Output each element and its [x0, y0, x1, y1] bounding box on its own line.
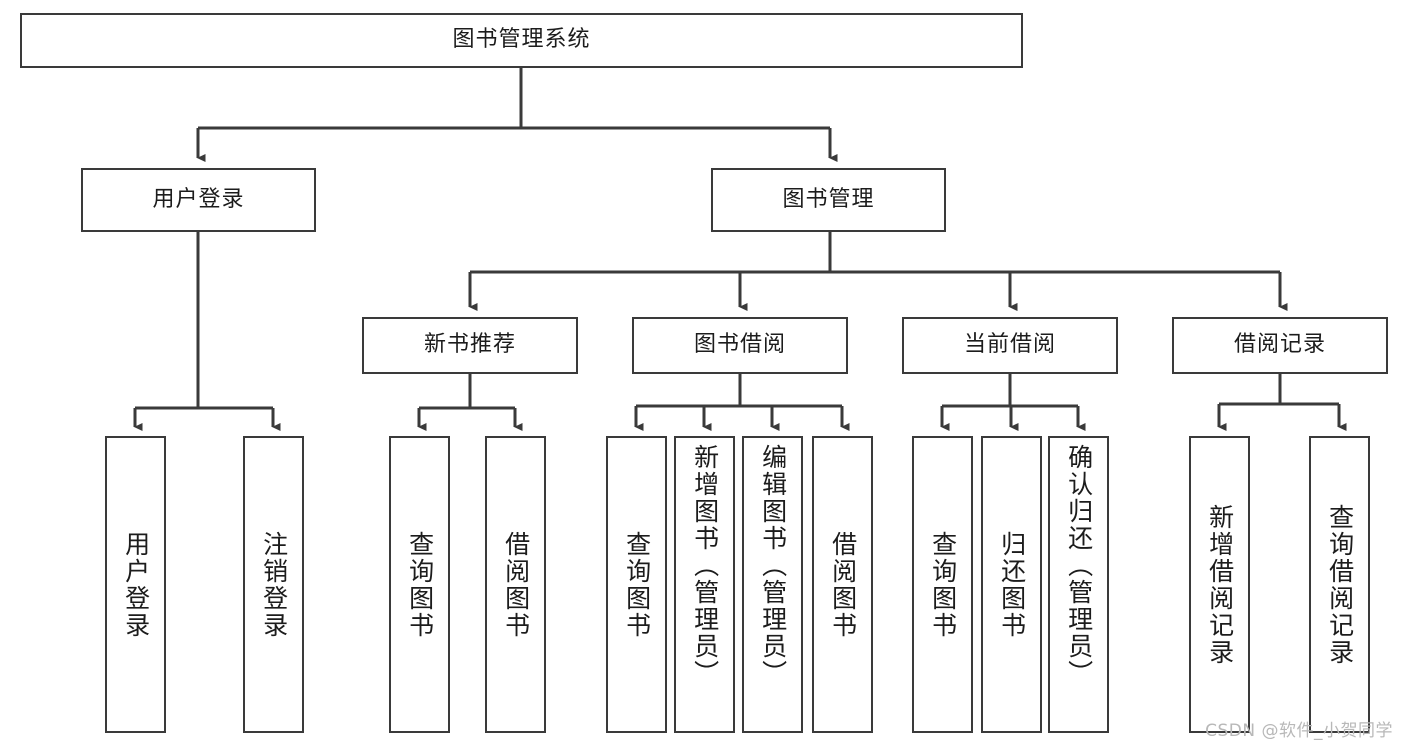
leaf-user-login[interactable]: 用户登录: [105, 436, 166, 733]
leaf-label: 注销登录: [259, 530, 289, 639]
node-label: 新书推荐: [423, 332, 516, 358]
leaf-label: 编辑图书（管理员）: [758, 444, 788, 687]
leaf-label: 归还图书: [997, 530, 1027, 639]
leaf-label: 用户登录: [121, 530, 151, 639]
leaf-cb-return-book[interactable]: 归还图书: [981, 436, 1042, 733]
leaf-logout[interactable]: 注销登录: [243, 436, 304, 733]
leaf-label: 查询图书: [405, 530, 435, 639]
node-label: 图书管理: [782, 186, 875, 212]
leaf-bb-query-book[interactable]: 查询图书: [606, 436, 667, 733]
node-new-book-recommend[interactable]: 新书推荐: [362, 317, 578, 374]
leaf-label: 新增图书（管理员）: [690, 444, 720, 687]
node-label: 借阅记录: [1233, 332, 1326, 358]
leaf-label: 新增借阅记录: [1205, 503, 1235, 666]
leaf-label: 确认归还（管理员）: [1064, 444, 1094, 687]
node-current-borrow[interactable]: 当前借阅: [902, 317, 1118, 374]
node-user-login[interactable]: 用户登录: [81, 168, 316, 232]
leaf-label: 借阅图书: [501, 530, 531, 639]
node-book-borrow[interactable]: 图书借阅: [632, 317, 848, 374]
node-label: 图书管理系统: [452, 27, 591, 53]
node-borrow-record[interactable]: 借阅记录: [1172, 317, 1388, 374]
node-label: 用户登录: [152, 186, 245, 212]
leaf-label: 查询图书: [928, 530, 958, 639]
leaf-bb-edit-book[interactable]: 编辑图书（管理员）: [742, 436, 803, 733]
leaf-cb-query-book[interactable]: 查询图书: [912, 436, 973, 733]
leaf-bb-borrow-book[interactable]: 借阅图书: [812, 436, 873, 733]
leaf-nb-borrow-book[interactable]: 借阅图书: [485, 436, 546, 733]
leaf-nb-query-book[interactable]: 查询图书: [389, 436, 450, 733]
node-label: 图书借阅: [693, 332, 786, 358]
leaf-label: 查询图书: [622, 530, 652, 639]
node-book-management[interactable]: 图书管理: [711, 168, 946, 232]
leaf-label: 查询借阅记录: [1325, 503, 1355, 666]
leaf-br-query-record[interactable]: 查询借阅记录: [1309, 436, 1370, 733]
leaf-label: 借阅图书: [828, 530, 858, 639]
node-label: 当前借阅: [963, 332, 1056, 358]
node-root-system[interactable]: 图书管理系统: [20, 13, 1023, 68]
leaf-cb-confirm-return[interactable]: 确认归还（管理员）: [1048, 436, 1109, 733]
watermark-text: CSDN @软件_小贺同学: [1205, 721, 1393, 741]
leaf-bb-add-book[interactable]: 新增图书（管理员）: [674, 436, 735, 733]
leaf-br-add-record[interactable]: 新增借阅记录: [1189, 436, 1250, 733]
